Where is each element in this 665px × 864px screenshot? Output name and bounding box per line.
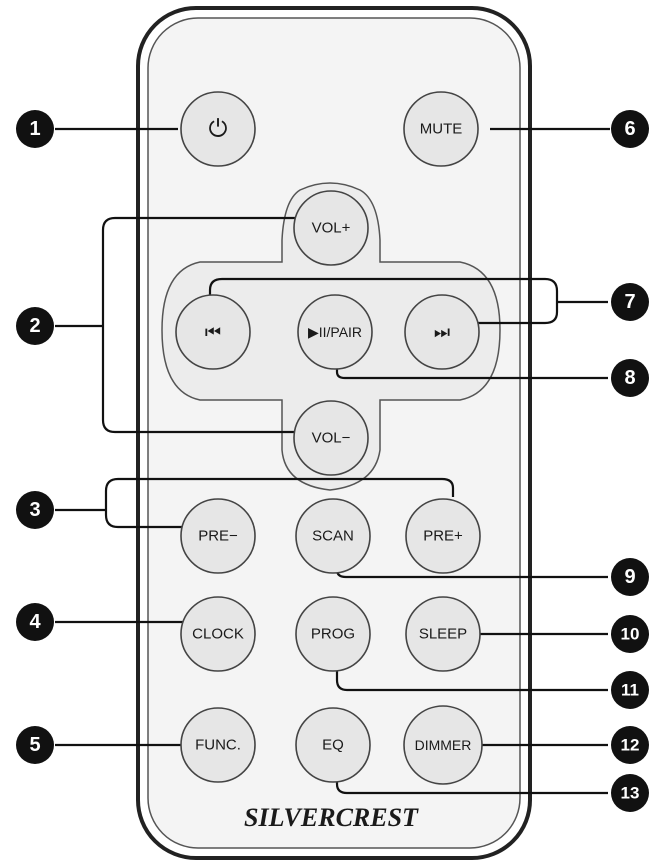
svg-text:PROG: PROG <box>311 626 355 643</box>
callout-marker-1: 1 <box>16 110 54 148</box>
callout-marker-8: 8 <box>611 359 649 397</box>
previous-icon: ⏮ <box>205 322 221 342</box>
svg-text:PRE−: PRE− <box>198 528 238 545</box>
next-icon: ⏭ <box>434 322 450 342</box>
svg-text:5: 5 <box>29 734 40 756</box>
play-pause-pair-button[interactable]: ▶II/PAIR <box>297 294 373 370</box>
callout-marker-10: 10 <box>611 615 649 653</box>
svg-text:4: 4 <box>29 611 41 633</box>
svg-text:SLEEP: SLEEP <box>419 626 467 643</box>
callout-marker-11: 11 <box>611 671 649 709</box>
svg-text:6: 6 <box>624 118 635 140</box>
clock-button[interactable]: CLOCK <box>180 596 256 672</box>
svg-text:FUNC.: FUNC. <box>195 737 241 754</box>
callout-marker-9: 9 <box>611 558 649 596</box>
preset-down-button[interactable]: PRE− <box>180 498 256 574</box>
prev-track-button[interactable]: ⏮ <box>175 294 251 370</box>
svg-text:12: 12 <box>621 736 640 755</box>
svg-text:VOL−: VOL− <box>312 430 351 447</box>
svg-text:CLOCK: CLOCK <box>192 626 244 643</box>
svg-text:▶II/PAIR: ▶II/PAIR <box>308 324 362 340</box>
svg-text:8: 8 <box>624 367 635 389</box>
svg-text:11: 11 <box>621 681 639 700</box>
svg-text:EQ: EQ <box>322 737 344 754</box>
svg-text:SCAN: SCAN <box>312 528 354 545</box>
prog-button[interactable]: PROG <box>295 596 371 672</box>
svg-text:13: 13 <box>621 784 640 803</box>
svg-text:VOL+: VOL+ <box>312 220 351 237</box>
eq-button[interactable]: EQ <box>295 707 371 783</box>
mute-button[interactable]: MUTE <box>403 91 479 167</box>
vol-up-button[interactable]: VOL+ <box>293 190 369 266</box>
preset-up-button[interactable]: PRE+ <box>405 498 481 574</box>
svg-text:9: 9 <box>624 566 635 588</box>
svg-text:MUTE: MUTE <box>420 121 463 138</box>
scan-button[interactable]: SCAN <box>295 498 371 574</box>
next-track-button[interactable]: ⏭ <box>404 294 480 370</box>
callout-marker-6: 6 <box>611 110 649 148</box>
vol-down-button[interactable]: VOL− <box>293 400 369 476</box>
svg-text:2: 2 <box>29 315 40 337</box>
callout-marker-7: 7 <box>611 283 649 321</box>
dimmer-button[interactable]: DIMMER <box>403 705 483 785</box>
svg-text:7: 7 <box>624 291 635 313</box>
callout-marker-13: 13 <box>611 774 649 812</box>
func-button[interactable]: FUNC. <box>180 707 256 783</box>
svg-text:1: 1 <box>29 118 40 140</box>
callout-marker-3: 3 <box>16 491 54 529</box>
callout-marker-4: 4 <box>16 603 54 641</box>
sleep-button[interactable]: SLEEP <box>405 596 481 672</box>
svg-text:PRE+: PRE+ <box>423 528 463 545</box>
svg-text:DIMMER: DIMMER <box>415 737 472 753</box>
callout-marker-5: 5 <box>16 726 54 764</box>
callout-marker-2: 2 <box>16 307 54 345</box>
svg-text:10: 10 <box>621 625 640 644</box>
svg-text:3: 3 <box>29 499 40 521</box>
brand-logo: SILVERCREST <box>244 803 419 832</box>
power-icon: ⏻ <box>209 116 228 143</box>
callout-marker-12: 12 <box>611 726 649 764</box>
power-button[interactable]: ⏻ <box>180 91 256 167</box>
